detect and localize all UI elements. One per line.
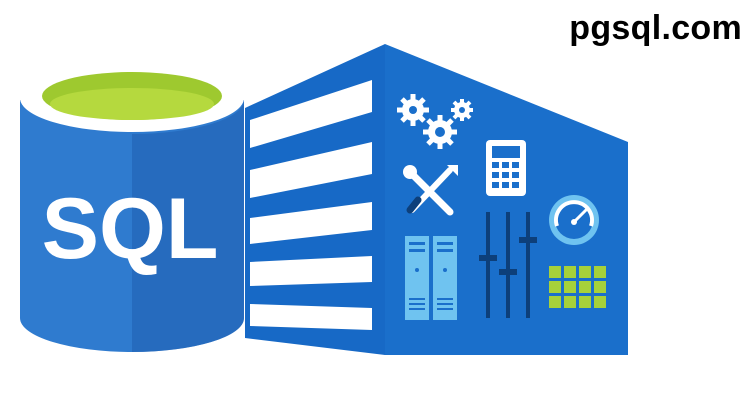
server-racks-icon — [405, 236, 457, 320]
building-stripes — [250, 80, 372, 330]
gauge-icon — [549, 195, 599, 245]
cylinder-sql-text: SQL — [42, 181, 219, 277]
sliders-icon — [479, 212, 537, 318]
tools-icon — [403, 165, 458, 216]
cylinder-shade — [132, 100, 244, 352]
sql-database-cylinder: SQL — [20, 64, 244, 352]
calculator-icon — [486, 140, 526, 196]
gears-icon — [397, 94, 473, 149]
grid-icon — [549, 266, 606, 308]
site-domain-label: pgsql.com — [569, 9, 742, 47]
